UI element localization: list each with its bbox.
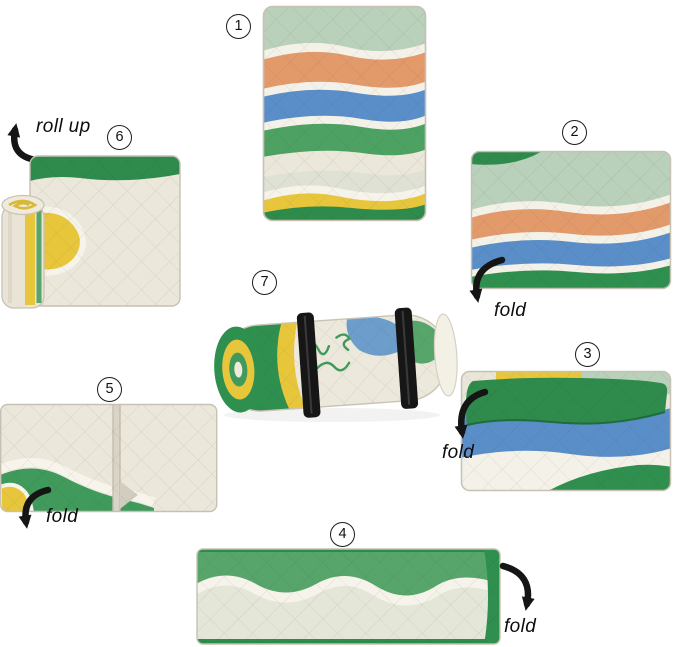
rolled-edge xyxy=(1,194,45,309)
step-1-blanket-illustration xyxy=(262,5,427,222)
step-7-rolled-blanket-illustration xyxy=(214,307,458,422)
step-6-action-label: roll up xyxy=(36,116,91,137)
fold-arrow-icon xyxy=(454,388,489,439)
step-3-blanket-illustration xyxy=(460,370,672,492)
step-7-number-badge: 7 xyxy=(252,270,277,295)
step-4-number-badge: 4 xyxy=(330,522,355,547)
step-6-blanket-illustration xyxy=(1,155,181,309)
carry-straps xyxy=(296,307,419,418)
step-2-blanket-illustration xyxy=(470,150,672,290)
step-3-action-label: fold xyxy=(442,442,475,463)
step-1-number-badge: 1 xyxy=(226,14,251,39)
step-4-action-label: fold xyxy=(504,616,537,637)
step-2-number-badge: 2 xyxy=(562,120,587,145)
fold-arrow-icon xyxy=(499,562,535,611)
fold-arrow-icon xyxy=(469,256,506,303)
step-5-number-badge: 5 xyxy=(97,377,122,402)
step-3-number-badge: 3 xyxy=(575,342,600,367)
step-6-number-badge: 6 xyxy=(107,125,132,150)
step-4-blanket-illustration xyxy=(196,548,501,645)
step-2-action-label: fold xyxy=(494,300,527,321)
step-5-action-label: fold xyxy=(46,506,79,527)
fold-arrow-icon xyxy=(18,486,52,529)
